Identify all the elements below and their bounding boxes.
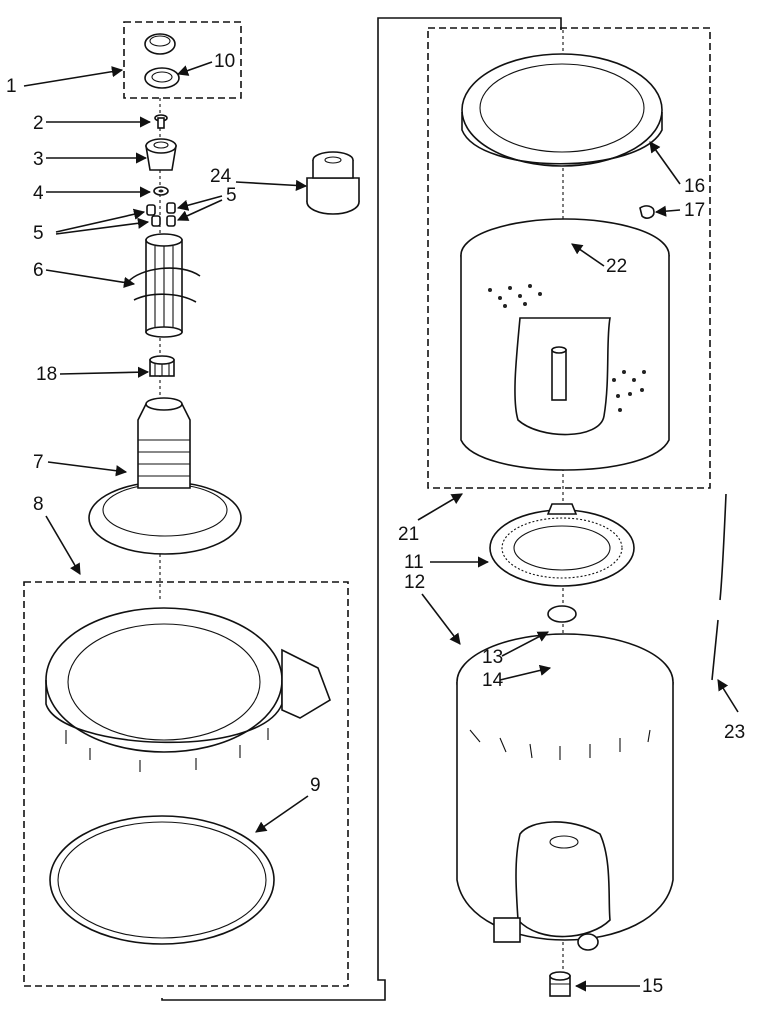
part-basket	[460, 218, 670, 471]
label-9: 9	[310, 775, 321, 796]
label-18: 18	[36, 364, 57, 385]
part-agitator-barrel	[127, 233, 201, 338]
label-24: 24	[210, 166, 232, 187]
label-6: 6	[33, 260, 44, 281]
part-outer-tub	[456, 633, 674, 951]
label-4: 4	[33, 183, 44, 204]
part-ring-gasket	[49, 815, 275, 945]
part-spring-clip	[547, 605, 577, 623]
label-2: 2	[33, 113, 44, 134]
part-bearing	[149, 355, 175, 377]
label-13: 13	[482, 647, 503, 668]
part-dogs	[146, 202, 176, 227]
group-box-tub-ring	[23, 581, 349, 987]
part-seal	[306, 151, 360, 215]
part-cam	[145, 138, 177, 171]
part-brake-plate	[489, 503, 635, 587]
part-tub-ring	[45, 607, 331, 772]
label-17: 17	[684, 200, 705, 221]
part-cap-ring	[144, 67, 180, 89]
group-box-cap	[123, 21, 242, 99]
label-22: 22	[606, 256, 627, 277]
part-balance-ring	[461, 53, 663, 167]
label-11: 11	[404, 552, 424, 573]
label-1: 1	[6, 76, 17, 97]
basket-perforations	[488, 284, 646, 412]
part-clip	[639, 205, 655, 219]
label-23: 23	[724, 722, 745, 743]
label-16: 16	[684, 176, 705, 197]
label-3: 3	[33, 149, 44, 170]
label-21: 21	[398, 524, 419, 545]
part-cap	[144, 33, 176, 55]
label-10: 10	[214, 51, 235, 72]
assembly-connector-line	[161, 17, 562, 1001]
group-box-basket	[427, 27, 711, 489]
label-7: 7	[33, 452, 44, 473]
label-5-right: 5	[226, 185, 237, 206]
group-boxes	[23, 17, 711, 1001]
part-bolt	[154, 114, 168, 129]
part-drain-nut	[549, 971, 571, 997]
label-15: 15	[642, 976, 663, 997]
part-number-labels: 1 2 3 4 5 5 6 7 8 9 10 11 12 13 14 15 16…	[6, 51, 745, 997]
part-hose	[711, 493, 727, 681]
part-agitator-base	[88, 397, 242, 555]
leader-arrows	[23, 61, 739, 992]
label-8: 8	[33, 494, 44, 515]
label-12: 12	[404, 572, 425, 593]
label-5-left: 5	[33, 223, 44, 244]
label-14: 14	[482, 670, 504, 691]
part-washer	[153, 186, 169, 196]
